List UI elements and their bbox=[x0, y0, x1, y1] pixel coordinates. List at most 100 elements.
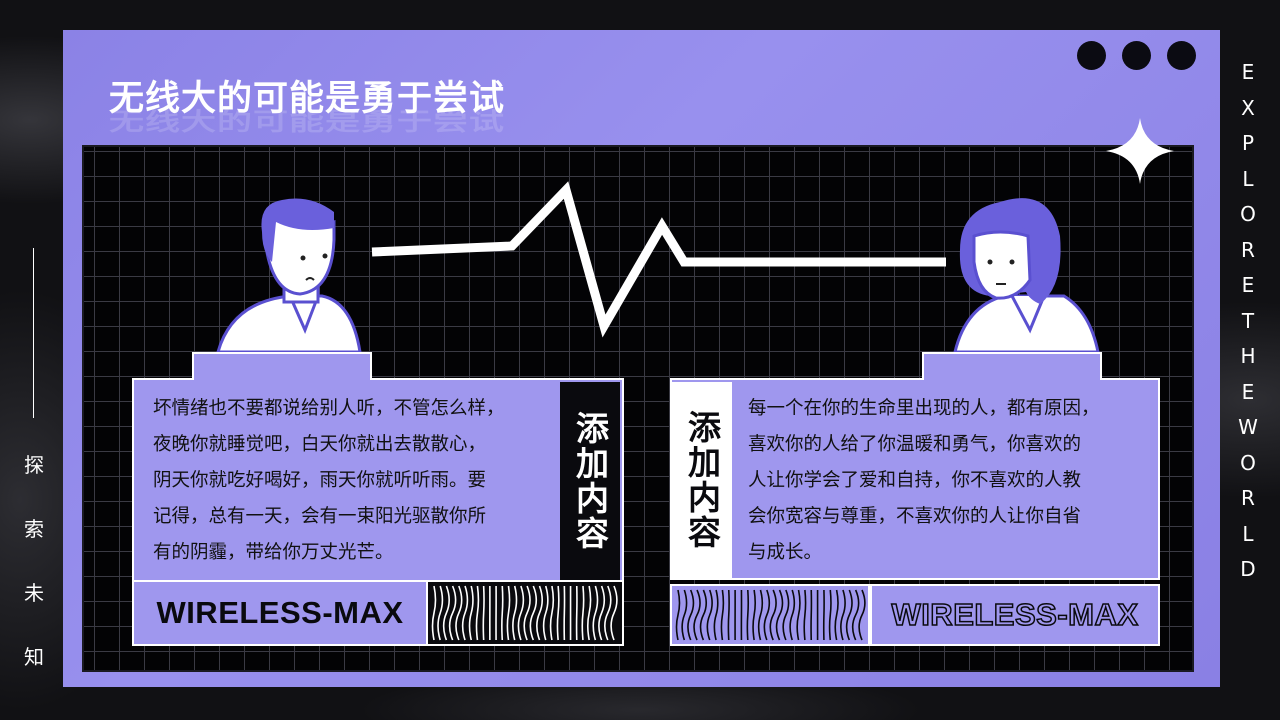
side-cn-char: 知 bbox=[24, 645, 44, 669]
barcode-stripe bbox=[542, 585, 549, 641]
left-vertical-label-text: 添加内容 bbox=[570, 411, 610, 551]
barcode-stripe bbox=[598, 585, 606, 641]
barcode-stripe bbox=[586, 585, 592, 641]
barcode-stripe bbox=[549, 585, 555, 641]
side-en-char: E bbox=[1241, 273, 1255, 297]
panel-text-line: 记得，总有一天，会有一束阳光驱散你所 bbox=[153, 506, 487, 527]
barcode-stripe bbox=[840, 589, 846, 641]
side-en-char: H bbox=[1240, 344, 1256, 368]
barcode-stripe bbox=[757, 589, 764, 641]
barcode-stripe bbox=[782, 589, 790, 641]
panel-text-line: 坏情绪也不要都说给别人听，不管怎么样， bbox=[153, 398, 505, 419]
barcode-stripe bbox=[834, 589, 839, 641]
woman-figure-icon bbox=[953, 198, 1100, 354]
barcode-stripe bbox=[461, 585, 469, 641]
barcode-stripe bbox=[796, 589, 801, 641]
page-title: 无线大的可能是勇于尝试 bbox=[109, 79, 506, 119]
panel-text-line: 有的阴霾，带给你万丈光芒。 bbox=[153, 542, 394, 563]
window-dots bbox=[1077, 41, 1196, 70]
side-en-char: T bbox=[1241, 308, 1255, 333]
barcode-stripe bbox=[775, 589, 784, 641]
barcode-stripe bbox=[523, 585, 531, 641]
left-vertical-label: 添加内容 bbox=[560, 382, 620, 580]
right-panel-tab-fill bbox=[924, 354, 1100, 386]
side-en-char: L bbox=[1242, 166, 1254, 191]
right-barcode-graphic bbox=[670, 584, 870, 646]
barcode-stripe bbox=[720, 589, 725, 641]
barcode-stripe bbox=[687, 589, 695, 641]
right-vertical-label-text: 添加内容 bbox=[682, 410, 722, 550]
side-divider-line bbox=[33, 248, 34, 418]
left-divider bbox=[134, 580, 622, 582]
panel-text-line: 与成长。 bbox=[748, 542, 823, 563]
side-vertical-cn-text: 探索未知 bbox=[22, 455, 46, 711]
barcode-stripe bbox=[610, 585, 618, 641]
left-brand-text: WIRELESS-MAX bbox=[134, 582, 426, 644]
barcode-stripe bbox=[592, 585, 599, 641]
side-en-char: E bbox=[1241, 60, 1255, 84]
barcode-stripe bbox=[752, 589, 757, 641]
barcode-stripe bbox=[699, 589, 708, 641]
side-en-char: O bbox=[1240, 202, 1256, 226]
side-en-char: O bbox=[1240, 450, 1256, 475]
right-brand-text: WIRELESS-MAX bbox=[870, 584, 1160, 646]
barcode-stripe bbox=[746, 589, 750, 641]
barcode-stripe bbox=[536, 585, 544, 641]
panel-text-line: 人让你学会了爱和自持，你不喜欢的人教 bbox=[748, 470, 1082, 491]
side-cn-char: 探 bbox=[24, 453, 44, 477]
sparkle-star-icon bbox=[1106, 118, 1174, 184]
side-en-char: L bbox=[1242, 521, 1254, 546]
barcode-stripe bbox=[475, 585, 480, 641]
barcode-stripe bbox=[506, 585, 511, 641]
barcode-stripe bbox=[556, 585, 560, 641]
dot-icon bbox=[1167, 41, 1196, 70]
left-panel-tab-fill bbox=[194, 354, 370, 386]
panel-text-line: 会你宽容与尊重，不喜欢你的人让你自省 bbox=[748, 506, 1082, 527]
barcode-stripe bbox=[763, 589, 771, 641]
right-vertical-label: 添加内容 bbox=[672, 382, 732, 578]
barcode-stripe bbox=[468, 585, 474, 641]
signal-wave-icon bbox=[371, 181, 946, 338]
barcode-stripe bbox=[431, 585, 437, 641]
barcode-stripe bbox=[693, 589, 701, 641]
side-en-char: W bbox=[1238, 415, 1258, 439]
side-en-char: R bbox=[1241, 237, 1255, 262]
barcode-stripe bbox=[675, 589, 681, 641]
title-reflection: 无线大的可能是勇于尝试 bbox=[109, 108, 506, 137]
dot-icon bbox=[1077, 41, 1106, 70]
barcode-stripe bbox=[517, 585, 525, 641]
man-figure-icon bbox=[216, 198, 362, 354]
barcode-stripe bbox=[769, 589, 777, 641]
side-cn-char: 索 bbox=[24, 517, 44, 541]
side-en-char: X bbox=[1241, 95, 1255, 120]
side-en-char: D bbox=[1240, 557, 1256, 581]
barcode-stripe bbox=[529, 585, 538, 641]
left-barcode-graphic bbox=[426, 582, 622, 644]
side-en-char: P bbox=[1241, 131, 1255, 155]
dot-icon bbox=[1122, 41, 1151, 70]
panel-text-line: 阴天你就吃好喝好，雨天你就听听雨。要 bbox=[153, 470, 487, 491]
panel-text-line: 每一个在你的生命里出现的人，都有原因， bbox=[748, 398, 1100, 419]
side-en-char: R bbox=[1241, 486, 1255, 510]
side-en-char: E bbox=[1241, 379, 1255, 404]
barcode-stripe bbox=[455, 585, 463, 641]
barcode-stripe bbox=[437, 585, 444, 641]
barcode-stripe bbox=[789, 589, 796, 641]
right-content-panel bbox=[670, 378, 1160, 580]
barcode-stripe bbox=[681, 589, 688, 641]
barcode-stripe bbox=[851, 589, 860, 641]
barcode-stripe bbox=[482, 585, 485, 641]
barcode-stripe bbox=[706, 589, 713, 641]
barcode-stripe bbox=[604, 585, 612, 641]
side-cn-char: 未 bbox=[24, 581, 44, 605]
barcode-stripe bbox=[442, 585, 450, 641]
barcode-stripe bbox=[845, 589, 853, 641]
barcode-stripe bbox=[713, 589, 719, 641]
barcode-stripe bbox=[828, 589, 832, 641]
barcode-stripe bbox=[501, 585, 504, 641]
barcode-stripe bbox=[448, 585, 457, 641]
panel-text-line: 夜晚你就睡觉吧，白天你就出去散散心， bbox=[153, 434, 487, 455]
barcode-stripe bbox=[727, 589, 730, 641]
